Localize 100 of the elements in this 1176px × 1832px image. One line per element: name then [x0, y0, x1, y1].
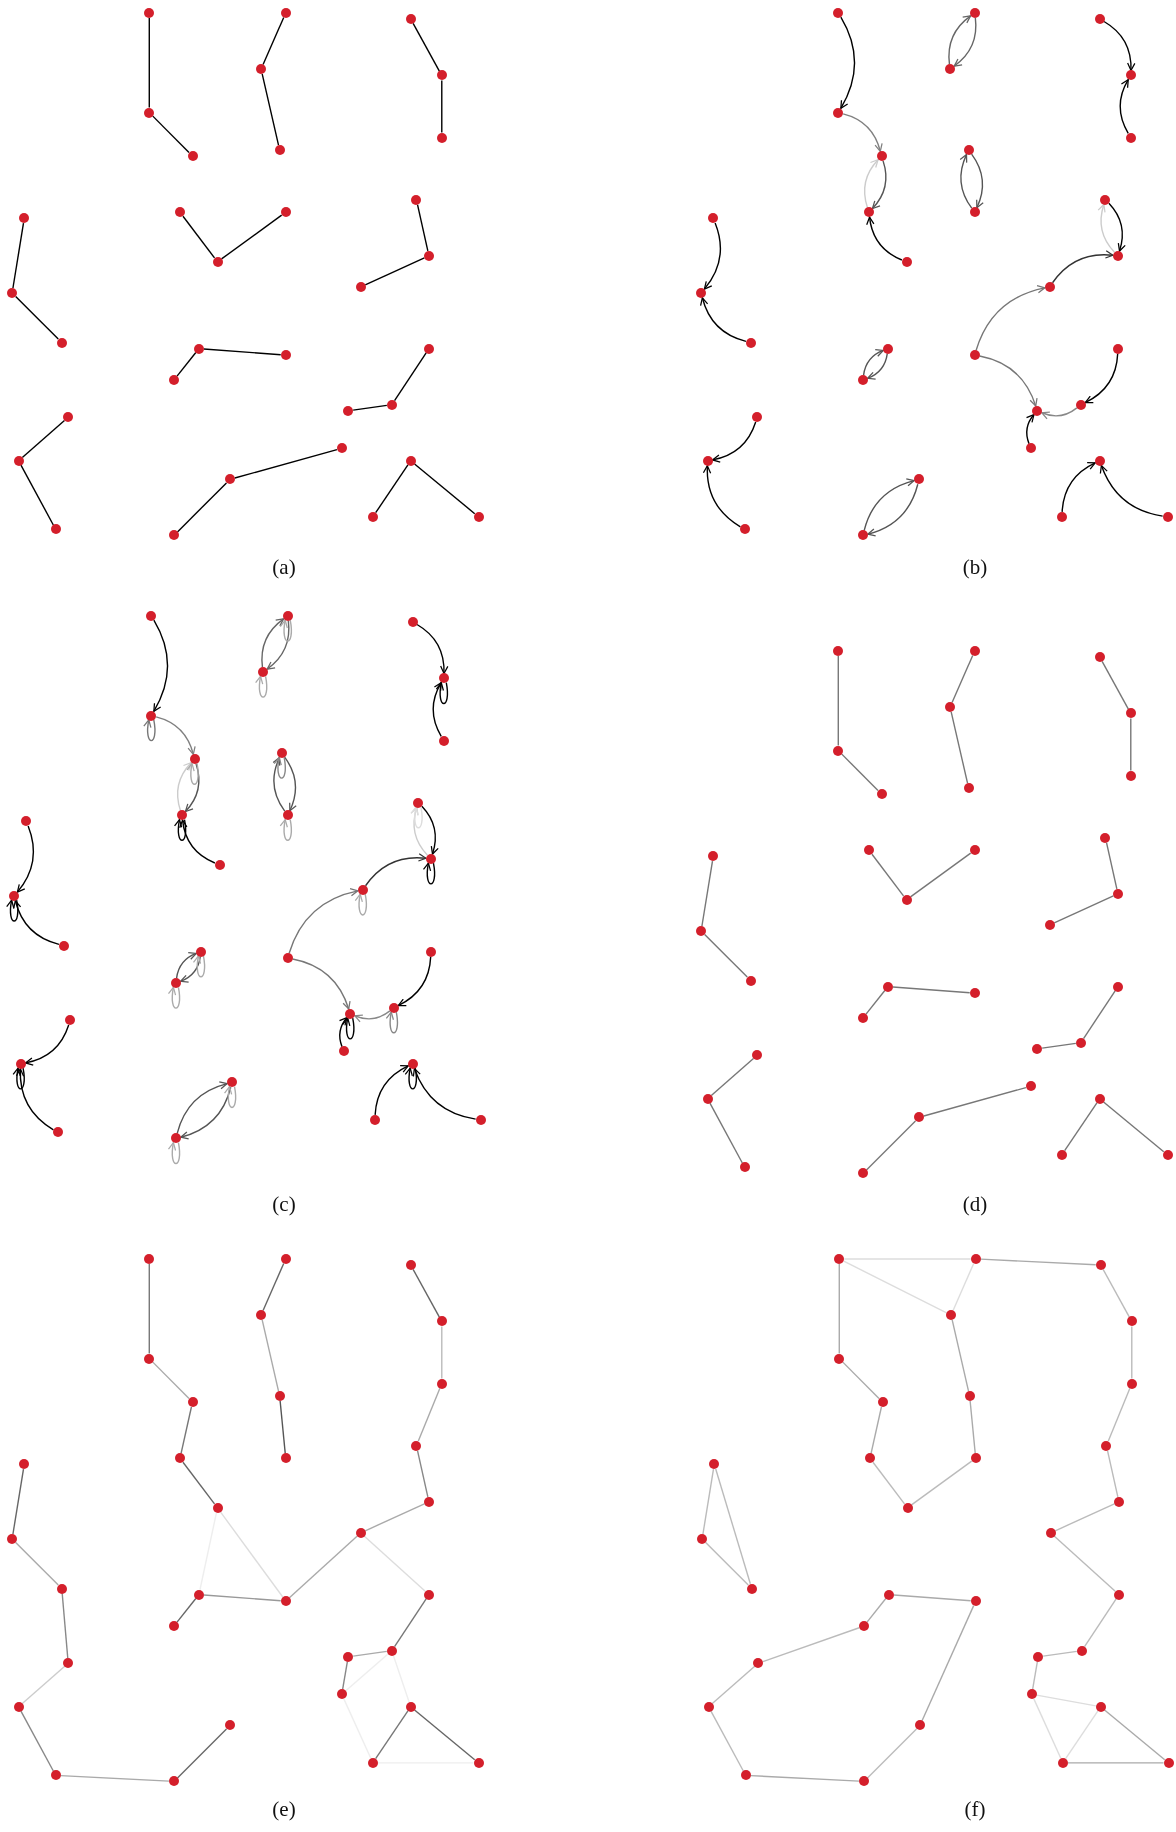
vertex-dot — [338, 1046, 349, 1057]
vertex-dot — [355, 281, 366, 292]
graph-edge — [892, 986, 971, 994]
vertex-dot — [175, 1453, 185, 1464]
vertex-dot — [739, 524, 750, 535]
graph-edge — [871, 853, 905, 897]
graph-edge — [1033, 1698, 1062, 1759]
vertex-dot — [1100, 832, 1111, 843]
vertex-dot — [1094, 652, 1105, 662]
vertex-dot — [1125, 132, 1136, 143]
vertex-dot — [1075, 1037, 1086, 1048]
vertex-dot — [280, 1253, 291, 1264]
graph-edge — [1103, 1709, 1166, 1761]
self-loop-arrow — [186, 762, 199, 785]
arrow — [1026, 413, 1035, 445]
vertex-dot — [369, 1114, 380, 1125]
vertex-dot — [187, 151, 198, 162]
graph-edge — [363, 1535, 426, 1592]
vertex-dot — [753, 1658, 764, 1669]
vertex-dot — [282, 810, 293, 821]
vertex-dot — [225, 474, 235, 485]
graph-edge — [837, 655, 839, 747]
graph-edge — [841, 753, 879, 792]
vertex-dot — [438, 673, 449, 684]
arrow — [959, 153, 973, 209]
vertex-dot — [343, 1651, 354, 1662]
vertex-dot — [258, 667, 269, 677]
arrow — [272, 756, 286, 812]
vertex-dot — [282, 610, 293, 621]
vertex-dot — [1125, 70, 1136, 81]
vertex-dot — [212, 256, 223, 267]
vertex-dot — [256, 64, 267, 74]
vertex-dot — [423, 250, 434, 261]
vertex-dot — [146, 710, 157, 721]
vertex-dot — [702, 455, 713, 466]
vertex-dot — [19, 213, 30, 224]
vertex-dot — [1044, 281, 1055, 292]
arrow — [339, 1016, 348, 1048]
graph-edge — [352, 404, 388, 411]
vertex-dot — [858, 1621, 869, 1632]
vertex-dot — [1056, 511, 1067, 522]
vertex-dot — [969, 988, 980, 999]
self-loop-arrow — [273, 756, 286, 779]
vertex-dot — [708, 213, 719, 224]
graph-edge — [923, 1086, 1027, 1117]
graph-edge — [1036, 1694, 1097, 1707]
vertex-dot — [1094, 14, 1105, 24]
arrow — [711, 421, 757, 463]
graph-edge — [148, 17, 150, 109]
vertex-dot — [65, 1015, 76, 1026]
self-loop-arrow — [168, 1142, 181, 1165]
vertex-dot — [1094, 455, 1105, 466]
arrow — [153, 619, 169, 712]
vertex-dot — [411, 1440, 422, 1451]
graph-edge — [842, 1361, 880, 1400]
graph-edge — [364, 1503, 426, 1532]
arrow — [291, 958, 351, 1010]
vertex-dot — [144, 1253, 155, 1264]
graph-edge — [1042, 1650, 1078, 1657]
vertex-dot — [833, 7, 844, 18]
graph-edge — [344, 1653, 389, 1692]
vertex-dot — [1025, 443, 1036, 454]
vertex-dot — [752, 1050, 763, 1061]
vertex-dot — [436, 70, 447, 81]
graph-edge — [1101, 660, 1130, 710]
vertex-dot — [473, 1757, 484, 1768]
graph-edge — [180, 1406, 193, 1455]
graph-edge — [412, 22, 441, 72]
graph-edge — [416, 203, 429, 252]
vertex-dot — [195, 946, 206, 957]
vertex-dot — [1101, 1440, 1112, 1451]
graph-edge — [1083, 1598, 1117, 1648]
vertex-dot — [355, 1527, 366, 1538]
panel-label: (f) — [964, 1797, 986, 1822]
vertex-dot — [857, 1168, 868, 1179]
vertex-dot — [212, 1502, 223, 1513]
graph-edge — [20, 464, 55, 526]
vertex-dot — [915, 1720, 925, 1731]
self-loop-arrow — [279, 619, 293, 642]
vertex-dot — [882, 981, 893, 992]
graph-edge — [220, 214, 283, 260]
vertex-dot — [1032, 405, 1043, 416]
vertex-dot — [1113, 1589, 1124, 1600]
vertex-dot — [969, 645, 980, 656]
graph-edge — [152, 115, 190, 154]
graph-edge — [343, 1698, 372, 1759]
vertex-dot — [63, 412, 74, 423]
arrow — [354, 1010, 391, 1023]
vertex-dot — [709, 1459, 720, 1470]
vertex-dot — [405, 1260, 416, 1270]
vertex-dot — [63, 1658, 74, 1669]
self-loop-arrow — [342, 1017, 355, 1040]
arrow — [1051, 250, 1114, 284]
vertex-dot — [423, 1589, 434, 1600]
vertex-dot — [256, 1310, 267, 1320]
graph-edge — [234, 448, 338, 479]
vertex-dot — [877, 1397, 888, 1408]
vertex-dot — [1026, 1689, 1037, 1700]
graph-edge — [1041, 1042, 1077, 1049]
vertex-dot — [144, 107, 155, 118]
